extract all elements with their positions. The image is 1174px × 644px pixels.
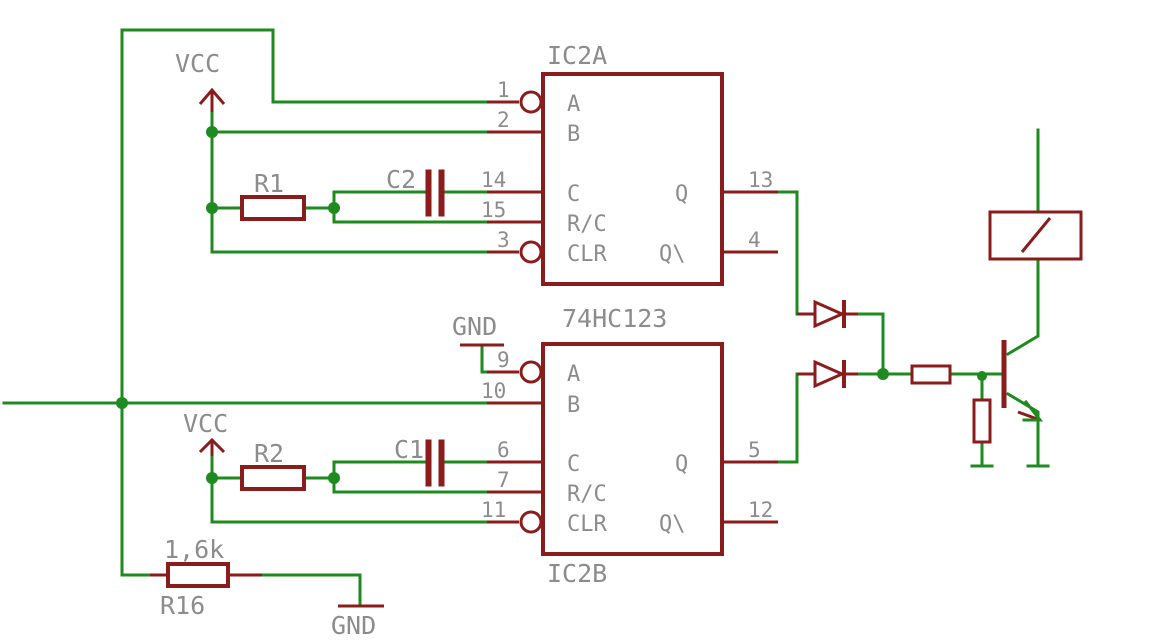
wire-r16-gnd	[256, 573, 362, 606]
diode-top	[797, 299, 858, 329]
ic2b-pin11-bubble	[519, 510, 543, 534]
base-resistor	[910, 364, 952, 385]
ic2b-pin10-num: 10	[481, 379, 506, 403]
ic2b-pin11-name: CLR	[567, 512, 607, 537]
junction-input	[116, 397, 128, 409]
junction-r2-right	[328, 472, 340, 484]
ic2b-pin5-name: Q	[675, 452, 688, 477]
vcc-top-label: VCC	[175, 49, 220, 78]
ic2a-pin3-bubble	[519, 240, 543, 264]
ic2a-pin2-name: B	[567, 122, 580, 147]
ic2b-body	[541, 342, 724, 556]
ic2b-pin7-num: 7	[497, 468, 510, 492]
wire-pin1	[120, 28, 489, 104]
wire-diode-top-out	[845, 312, 885, 376]
wire-emitter	[1005, 391, 1040, 468]
junction-vcc-b	[206, 126, 218, 138]
wire-vcc-top	[210, 110, 489, 254]
gnd-r16-label: GND	[331, 611, 376, 640]
ic2a-pin3-name: CLR	[567, 242, 607, 267]
vcc-bottom-symbol: VCC	[183, 409, 228, 456]
r16-value-label: 1,6k	[164, 535, 224, 564]
r1-label: R1	[254, 169, 284, 198]
ic2a: IC2A 1 2 14 15 3 13 4 A B C R/C CLR Q Q\	[481, 41, 778, 286]
ic2b: 74HC123 IC2B 9 10 6 7 11 5 12 A B C R/C …	[481, 304, 778, 588]
ic2b-label: IC2B	[547, 559, 607, 588]
wire-relay-collector	[1005, 257, 1040, 357]
ic2b-pin12-name: Q\	[659, 512, 686, 537]
capacitor-c2: C2	[386, 165, 445, 217]
ic2b-pin6-name: C	[567, 452, 580, 477]
resistor-r2: R2	[240, 439, 306, 491]
ic2b-pin7-name: R/C	[567, 482, 607, 507]
ic2a-pin14-num: 14	[481, 168, 506, 192]
ic2a-pin1-name: A	[567, 92, 580, 117]
ic2a-pin15-num: 15	[481, 198, 506, 222]
pulldown-resistor	[972, 398, 992, 444]
resistor-r1: R1	[240, 169, 306, 221]
diode-bottom	[797, 359, 858, 389]
capacitor-c1: C1	[394, 435, 445, 487]
ic2a-pin13-num: 13	[748, 168, 773, 192]
wire-left-bus	[120, 28, 167, 577]
ic2b-pin9-name: A	[567, 362, 580, 387]
gnd-ic2b-label: GND	[452, 312, 497, 341]
wire-c2-rc	[332, 190, 489, 224]
wire-q13	[776, 190, 814, 316]
c1-label: C1	[394, 435, 424, 464]
ic2b-pin12-num: 12	[748, 498, 773, 522]
ic2a-pin4-name: Q\	[659, 242, 686, 267]
wire-q5	[776, 372, 814, 464]
ic2b-value-label: 74HC123	[562, 304, 667, 333]
ic2a-pin3-num: 3	[497, 228, 510, 252]
ic2a-pin13-name: Q	[675, 182, 688, 207]
ic2a-body	[541, 72, 724, 286]
wires	[2, 28, 1050, 606]
ic2a-pin15-name: R/C	[567, 212, 607, 237]
junctions	[116, 126, 987, 484]
relay-coil	[988, 210, 1083, 261]
transistor	[1001, 340, 1044, 422]
ic2a-pin1-bubble	[519, 90, 543, 114]
r2-label: R2	[254, 439, 284, 468]
ic2a-label: IC2A	[547, 41, 607, 70]
ic2b-pin6-num: 6	[497, 438, 510, 462]
c2-label: C2	[386, 165, 416, 194]
junction-r1-right	[328, 202, 340, 214]
vcc-top-symbol: VCC	[175, 49, 226, 112]
wire-c1-rc	[332, 460, 489, 494]
r16-name-label: R16	[160, 591, 205, 620]
junction-r1-left	[206, 202, 218, 214]
ic2a-pin1-num: 1	[497, 78, 510, 102]
gnd-ic2b-symbol: GND	[452, 312, 504, 347]
gnd-r16-symbol: GND	[331, 604, 384, 640]
ic2b-pin10-name: B	[567, 393, 580, 418]
junction-diodes	[877, 368, 889, 380]
vcc-bottom-label: VCC	[183, 409, 228, 438]
wire-gnd-pin9	[480, 343, 489, 374]
ic2b-pin9-bubble	[519, 360, 543, 384]
junction-r2-left	[206, 472, 218, 484]
ic2a-pin2-num: 2	[497, 108, 510, 132]
ic2b-pin9-num: 9	[497, 348, 510, 372]
ic2a-pin4-num: 4	[748, 228, 761, 252]
junction-base	[977, 371, 987, 381]
ic2a-pin14-name: C	[567, 182, 580, 207]
ic2b-pin11-num: 11	[481, 498, 506, 522]
resistor-r16: 1,6k R16	[150, 535, 262, 620]
ic2b-pin5-num: 5	[748, 438, 761, 462]
